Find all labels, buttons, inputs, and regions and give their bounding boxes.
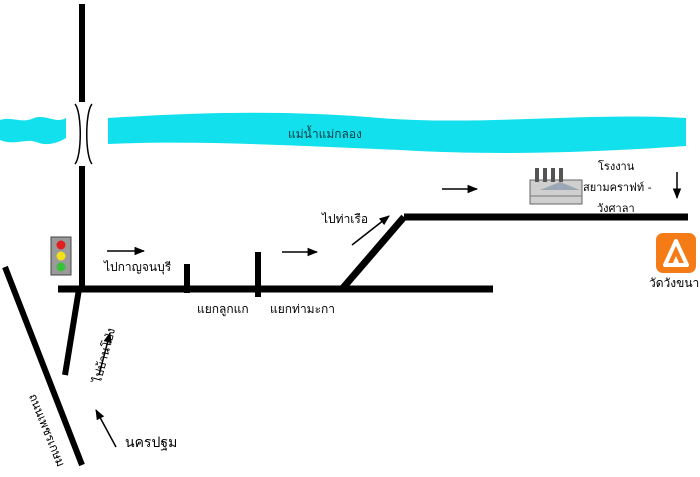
river-label: แม่น้ำแม่กลอง	[288, 127, 362, 141]
road-network	[2, 4, 688, 467]
arrow-from-nakhon-pathom	[95, 409, 117, 448]
bridge	[74, 103, 93, 165]
arrow-to-pier	[351, 215, 390, 246]
road-diagonal-to-factory	[339, 214, 407, 292]
tha-makha-junction-label: แยกท่ามะกา	[270, 302, 336, 316]
camping-tent-icon	[656, 233, 696, 273]
river-main	[108, 112, 686, 153]
to-kanchanaburi-label: ไปกาญจนบุรี	[104, 260, 172, 274]
arrow-to-ban-pong	[98, 331, 112, 376]
traffic-light-icon	[50, 236, 72, 276]
to-pier-label: ไปท่าเรือ	[322, 212, 369, 226]
temple-label: วัดวังขนาย	[649, 276, 700, 290]
luk-kae-junction-label: แยกลูกแก	[197, 302, 249, 316]
direction-arrows	[95, 172, 682, 448]
road-phetkasem	[2, 265, 85, 467]
river-left-segment	[0, 117, 66, 145]
factory-name-line2: สยามคราฟท์ -	[583, 181, 652, 194]
factory-name-line1: โรงงาน	[598, 160, 635, 173]
road-connector	[62, 288, 82, 376]
factory-name-line3: วังศาลา	[597, 202, 635, 215]
factory-icon	[529, 168, 583, 205]
nakhon-pathom-label: นครปฐม	[125, 435, 178, 451]
